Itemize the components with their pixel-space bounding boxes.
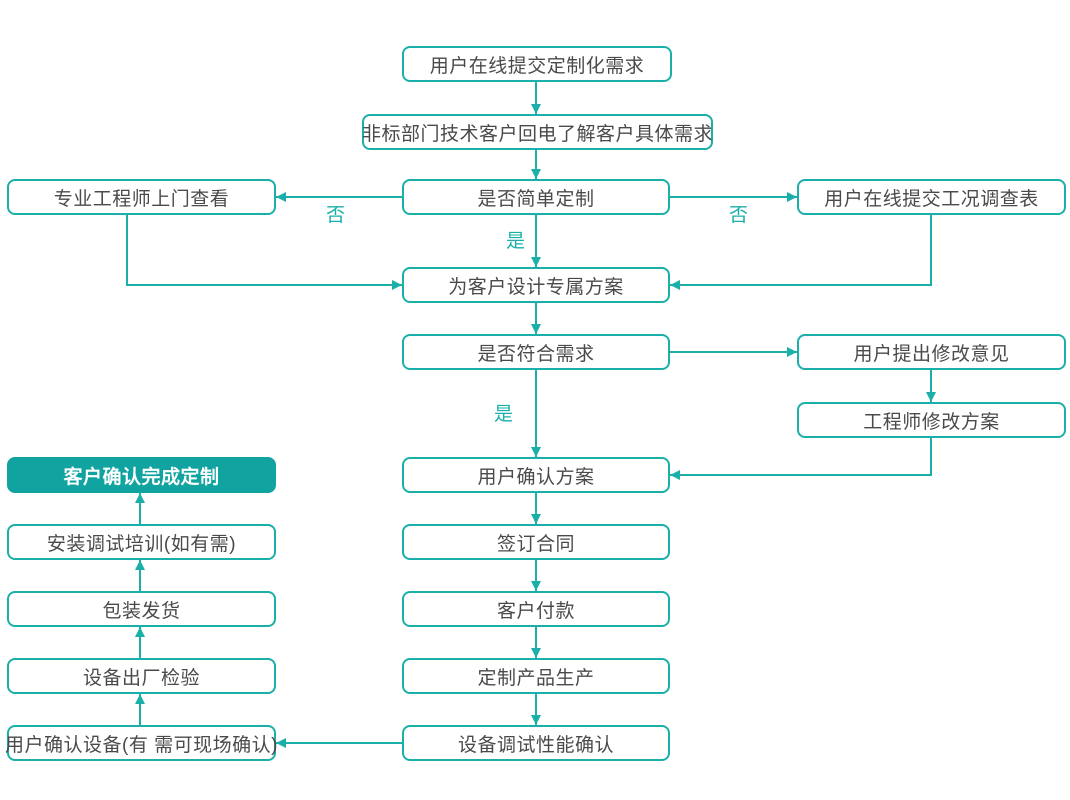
node-contract: 签订合同	[402, 524, 670, 560]
node-onsite-visit: 专业工程师上门查看	[7, 179, 276, 215]
edge-label-no-right: 否	[729, 205, 749, 226]
node-feedback: 用户提出修改意见	[797, 334, 1066, 370]
node-meets-decision: 是否符合需求	[402, 334, 670, 370]
node-device-confirm: 用户确认设备(有 需可现场确认)	[5, 725, 277, 761]
edge-label-yes-top: 是	[506, 231, 526, 252]
node-payment: 客户付款	[402, 591, 670, 627]
edge-label-no-left: 否	[326, 205, 346, 226]
node-production: 定制产品生产	[402, 658, 670, 694]
node-training: 安装调试培训(如有需)	[7, 524, 276, 560]
node-debug-confirm: 设备调试性能确认	[402, 725, 670, 761]
node-online-submit: 用户在线提交定制化需求	[402, 46, 672, 82]
edge-visit-to-design	[126, 215, 402, 290]
node-inspection: 设备出厂检验	[7, 658, 276, 694]
node-survey-form: 用户在线提交工况调查表	[797, 179, 1066, 215]
node-revise-plan: 工程师修改方案	[797, 402, 1066, 438]
edge-label-yes-mid: 是	[494, 404, 514, 425]
edge-revise-to-confirm	[670, 438, 932, 480]
node-simple-decision: 是否简单定制	[402, 179, 670, 215]
node-complete: 客户确认完成定制	[7, 457, 276, 493]
edge-survey-to-design	[670, 215, 932, 290]
node-callback: 非标部门技术客户回电了解客户具体需求	[362, 114, 713, 150]
node-confirm-plan: 用户确认方案	[402, 457, 670, 493]
node-shipping: 包装发货	[7, 591, 276, 627]
node-design-plan: 为客户设计专属方案	[402, 267, 670, 303]
